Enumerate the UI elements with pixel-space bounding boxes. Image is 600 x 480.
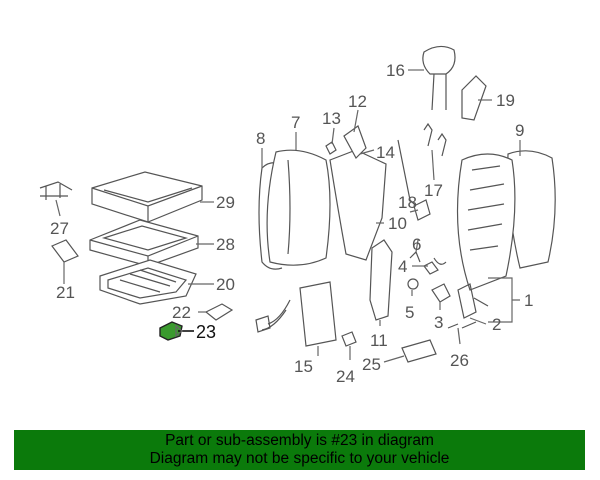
callout-9: 9: [515, 121, 524, 140]
part-18-switch: [413, 199, 431, 221]
part-20-seat-frame: [99, 259, 197, 305]
banner-line-part-number: Part or sub-assembly is #23 in diagram: [165, 432, 434, 449]
callout-17: 17: [424, 181, 443, 200]
part-10-backrest-panel: [329, 149, 387, 261]
callout-27: 27: [50, 219, 69, 238]
callout-22: 22: [172, 303, 191, 322]
part-1-backrest-frame: [456, 153, 516, 291]
callout-29: 29: [216, 193, 235, 212]
part-12-bracket: [343, 125, 367, 159]
part-5-ring: [407, 278, 419, 290]
callout-labels: 1 2 3 4 5 6 7 8 9 10 11 12 13 14 15 16 1…: [50, 61, 533, 386]
part-7-backrest-cushion: [266, 149, 331, 266]
callout-7: 7: [291, 113, 300, 132]
callout-2: 2: [492, 315, 501, 334]
part-11-side-trim: [369, 239, 393, 321]
callout-26: 26: [450, 351, 469, 370]
part-13-clip: [325, 141, 337, 155]
callout-12: 12: [348, 92, 367, 111]
callout-21: 21: [56, 283, 75, 302]
callout-19: 19: [496, 91, 515, 110]
callout-24: 24: [336, 367, 355, 386]
callout-14: 14: [376, 143, 395, 162]
part-24-clip: [341, 331, 357, 347]
part-21-bracket: [51, 239, 79, 263]
callout-6: 6: [412, 235, 421, 254]
part-22-trim: [204, 303, 234, 321]
part-17-guides: [423, 122, 447, 157]
part-25-connector: [401, 339, 437, 363]
callout-4: 4: [398, 257, 407, 276]
seat-parts-diagram: 1 2 3 4 5 6 7 8 9 10 11 12 13 14 15 16 1…: [39, 45, 556, 386]
callout-20: 20: [216, 275, 235, 294]
part-19-guide: [461, 75, 487, 121]
callout-11: 11: [370, 331, 388, 350]
callout-10: 10: [388, 214, 407, 233]
part-16-headrest: [422, 45, 456, 111]
callout-16: 16: [386, 61, 405, 80]
callout-13: 13: [322, 109, 341, 128]
callout-15: 15: [294, 357, 313, 376]
callout-5: 5: [405, 303, 414, 322]
callout-28: 28: [216, 235, 235, 254]
part-27-bracket: [39, 181, 73, 200]
callout-18: 18: [398, 193, 417, 212]
info-banner: Part or sub-assembly is #23 in diagram D…: [14, 430, 585, 470]
part-26-bolt: [447, 321, 477, 329]
leader-lines: [55, 69, 521, 363]
part-28-cushion-cover: [89, 219, 199, 267]
banner-line-disclaimer: Diagram may not be specific to your vehi…: [149, 450, 450, 467]
callout-8: 8: [256, 129, 265, 148]
callout-1: 1: [524, 291, 533, 310]
callout-23: 23: [196, 322, 216, 342]
part-4-clip: [423, 261, 439, 275]
part-3-latch: [431, 283, 451, 303]
part-29-seat-cushion: [91, 171, 203, 223]
callout-25: 25: [362, 355, 381, 374]
part-2-lever: [457, 283, 489, 319]
callout-3: 3: [434, 313, 443, 332]
part-15-lumbar-support: [255, 281, 337, 347]
